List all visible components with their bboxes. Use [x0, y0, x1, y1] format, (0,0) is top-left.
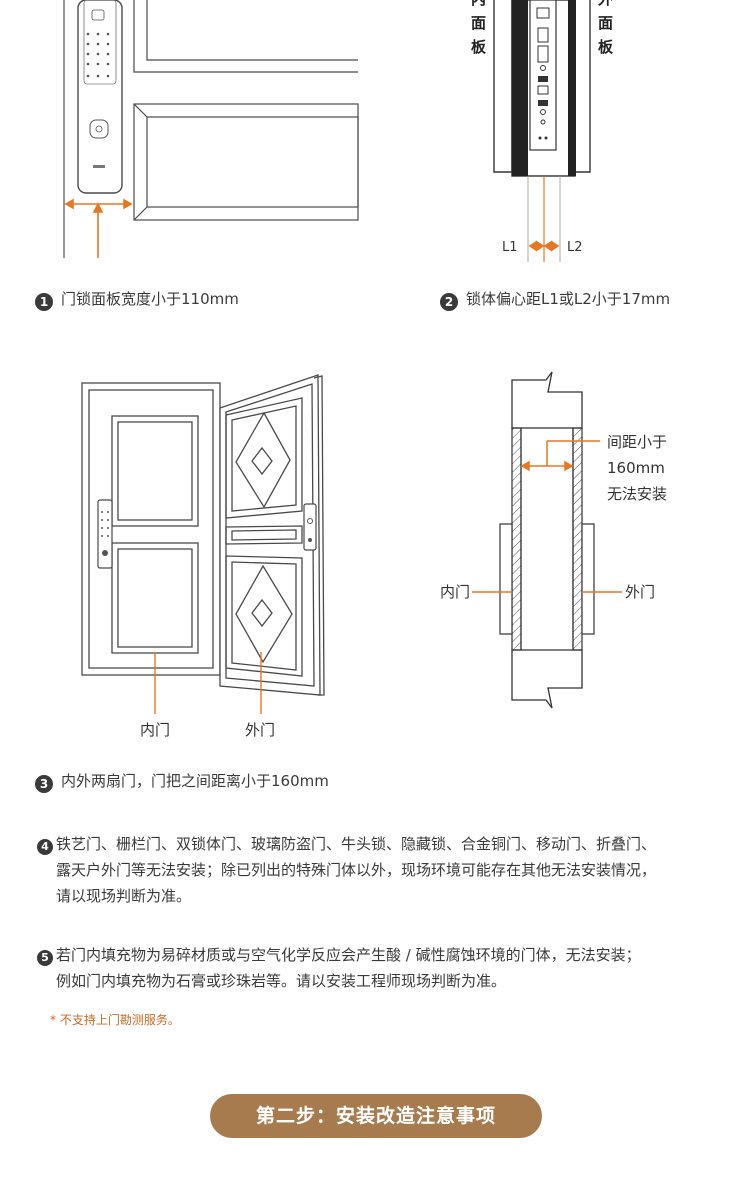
outer-panel-label: 外面板	[597, 0, 614, 56]
figure-panel-width	[63, 0, 359, 258]
step-two-button[interactable]: 第二步：安装改造注意事项	[210, 1094, 542, 1138]
l2-label: L2	[567, 240, 583, 255]
footnote: * 不支持上门勘测服务。	[50, 1013, 180, 1027]
caption-2-text: 锁体偏心距L1或L2小于17mm	[466, 290, 671, 308]
step-number-2: 2	[440, 293, 458, 311]
step-number-1: 1	[35, 293, 53, 311]
caption-2: 2 锁体偏心距L1或L2小于17mm	[440, 288, 670, 311]
inner-panel-label: 内面板	[471, 0, 487, 56]
figure-double-door: 内门 外门	[81, 374, 325, 739]
caption-1: 1 门锁面板宽度小于110mm	[35, 288, 239, 311]
note-4-line-3: 请以现场判断为准。	[56, 887, 192, 905]
gap-note: 间距小于 160mm 无法安装	[607, 433, 672, 503]
note-4-line-1: 铁艺门、栅栏门、双锁体门、玻璃防盗门、牛头锁、隐藏锁、合金铜门、移动门、折叠门、	[56, 835, 657, 853]
section-outer-door-label: 外门	[625, 583, 655, 601]
caption-1-text: 门锁面板宽度小于110mm	[61, 290, 239, 308]
l1-label: L1	[502, 240, 518, 255]
figure-door-gap: 间距小于 160mm 无法安装 内门 外门	[440, 371, 672, 709]
smart-lock-panel	[77, 0, 123, 194]
caption-3: 3 内外两扇门，门把之间距离小于160mm	[35, 770, 329, 793]
note-4-line-2: 露天户外门等无法安装；除已列出的特殊门体以外，现场环境可能存在其他无法安装情况，	[56, 861, 657, 879]
outer-door-label: 外门	[245, 721, 275, 739]
figure-lock-offset: 内面板 外面板 L1 L2	[471, 0, 614, 262]
step-number-4: 4	[37, 839, 53, 855]
caption-3-text: 内外两扇门，门把之间距离小于160mm	[61, 772, 329, 790]
step-number-3: 3	[35, 775, 53, 793]
note-5-line-2: 例如门内填充物为石膏或珍珠岩等。请以安装工程师现场判断为准。	[56, 972, 507, 990]
inner-door-label: 内门	[140, 721, 170, 739]
section-inner-door-label: 内门	[440, 583, 470, 601]
step-number-5: 5	[37, 950, 53, 966]
note-5-line-1: 若门内填充物为易碎材质或与空气化学反应会产生酸 / 碱性腐蚀环境的门体，无法安装…	[56, 946, 641, 964]
